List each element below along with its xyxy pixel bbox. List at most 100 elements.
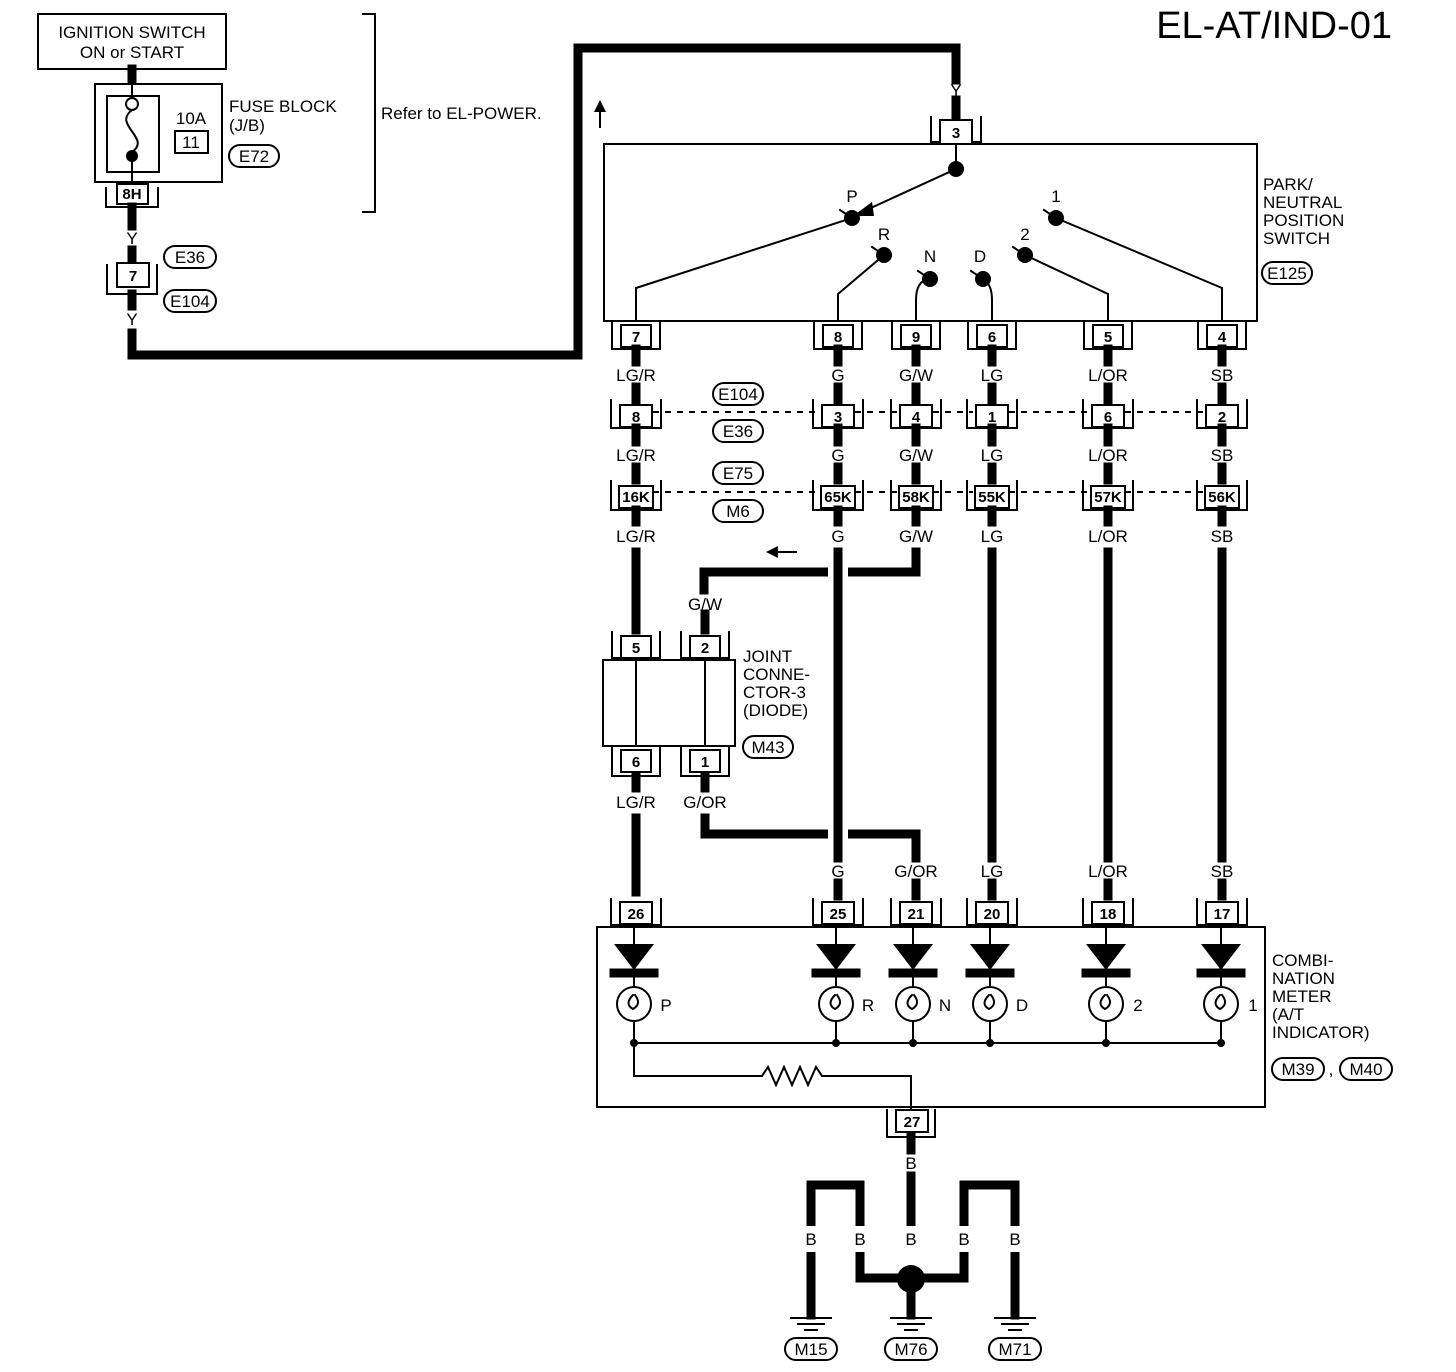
meter-ground-wire: B <box>905 1154 916 1173</box>
ground-splice <box>897 1265 925 1293</box>
pnp-conn: E125 <box>1267 264 1307 283</box>
wire-b-0: LG/R <box>616 446 656 465</box>
pnp-pin-3: 6 <box>988 329 996 346</box>
pnp-contact-1 <box>876 247 892 263</box>
meter-lamp-4: 2 <box>1133 996 1142 1015</box>
meter-pin-0: 26 <box>628 906 645 923</box>
joint-label-1: CONNE- <box>743 665 810 684</box>
wire-a-0: LG/R <box>616 366 656 385</box>
ground-point-2: M71 <box>998 1340 1031 1359</box>
pnp-position-5: 1 <box>1051 187 1060 206</box>
meter-wire-0: G <box>831 862 844 881</box>
wire-a-3: LG <box>981 366 1004 385</box>
fuse-block-label-2: (J/B) <box>229 116 265 135</box>
joint-in-wire: G/W <box>688 595 722 614</box>
lamp-icon <box>616 986 652 1022</box>
ignition-label-line2: ON or START <box>80 43 184 62</box>
pnp-pin-1: 8 <box>834 329 842 346</box>
wire-b-5: SB <box>1211 446 1234 465</box>
meter-pin-1: 25 <box>830 906 847 923</box>
power-section: IGNITION SWITCH ON or START 10A 11 FUSE … <box>37 13 961 360</box>
ground-wire-2: B <box>905 1230 916 1249</box>
lamp-icon <box>1088 986 1124 1022</box>
wire-c-4: L/OR <box>1088 527 1128 546</box>
row2-conn-bot: M6 <box>726 502 750 521</box>
meter-wire-4: SB <box>1211 862 1234 881</box>
wiper-arrow-icon <box>853 202 874 216</box>
joint-body <box>602 659 736 747</box>
joint-conn: M43 <box>751 738 784 757</box>
pnp-position-0: P <box>846 187 857 206</box>
diagram-title: EL-AT/IND-01 <box>1156 5 1392 47</box>
meter-label-2: METER <box>1272 987 1332 1006</box>
meter-label-1: NATION <box>1272 969 1335 988</box>
pnp-internal-wire-1 <box>837 253 886 322</box>
meter-conn-2: M40 <box>1349 1060 1382 1079</box>
ground-wire-3: B <box>958 1230 969 1249</box>
joint-label-0: JOINT <box>743 647 792 666</box>
meter-lamp-1: R <box>862 996 874 1015</box>
pnp-contact-4 <box>1017 247 1033 263</box>
fuse-amp: 10A <box>176 109 207 128</box>
fuse-block-label-1: FUSE BLOCK <box>229 97 337 116</box>
mid-pin: 7 <box>129 268 137 285</box>
ground-point-0: M15 <box>794 1340 827 1359</box>
meter-wire-3: L/OR <box>1088 862 1128 881</box>
joint-pin-bottom-right: 1 <box>701 754 709 771</box>
row2-pin-3: 55K <box>978 489 1006 506</box>
pnp-input-pin: 3 <box>952 125 960 142</box>
row1-pin-2: 4 <box>912 409 921 426</box>
wire-a-2: G/W <box>899 366 933 385</box>
diode-icon <box>614 944 654 970</box>
joint-pin-top-right: 2 <box>701 640 709 657</box>
wire-b-2: G/W <box>899 446 933 465</box>
fuse-out-pin: 8H <box>122 186 141 203</box>
wire-y-1: Y <box>126 229 137 248</box>
pnp-contact-0 <box>844 210 860 226</box>
ignition-switch-box <box>37 13 227 70</box>
ground-wire-1: B <box>854 1230 865 1249</box>
meter-wire-1: G/OR <box>894 862 937 881</box>
row1-pin-0: 8 <box>632 409 640 426</box>
meter-pin-4: 18 <box>1100 906 1117 923</box>
meter-conn-1: M39 <box>1281 1060 1314 1079</box>
lamp-icon <box>1203 986 1239 1022</box>
row2-pin-2: 58K <box>902 489 930 506</box>
arrow-left-icon <box>766 546 797 558</box>
joint-wire-left: LG/R <box>616 793 656 812</box>
pnp-contact-3 <box>975 271 991 287</box>
wire-c-2: G/W <box>899 527 933 546</box>
pnp-position-1: R <box>878 225 890 244</box>
joint-label-3: (DIODE) <box>743 701 808 720</box>
row2-pin-1: 65K <box>824 489 852 506</box>
diode-icon <box>1086 944 1126 970</box>
row2-pin-0: 16K <box>622 489 650 506</box>
meter-conn-sep: , <box>1329 1060 1334 1079</box>
fuse-icon <box>125 83 139 183</box>
meter-lamp-5: 1 <box>1248 996 1257 1015</box>
row1-pin-3: 1 <box>988 409 996 426</box>
pnp-contact-5 <box>1048 210 1064 226</box>
pnp-pin-4: 5 <box>1104 329 1112 346</box>
meter-lamp-3: D <box>1016 996 1028 1015</box>
lamp-icon <box>818 986 854 1022</box>
meter-box <box>596 926 1266 1108</box>
row2-pin-5: 56K <box>1208 489 1236 506</box>
wire-c-3: LG <box>981 527 1004 546</box>
wire-c-5: SB <box>1211 527 1234 546</box>
wire-c-0: LG/R <box>616 527 656 546</box>
meter-pin-5: 17 <box>1214 906 1231 923</box>
meter-pin-3: 20 <box>984 906 1001 923</box>
pnp-position-2: N <box>924 247 936 266</box>
ground-wire-0: B <box>805 1230 816 1249</box>
pnp-label-3: SWITCH <box>1263 229 1330 248</box>
diode-icon <box>1201 944 1241 970</box>
lamp-icon <box>895 986 931 1022</box>
diode-icon <box>816 944 856 970</box>
mid-conn-top: E36 <box>175 248 205 267</box>
joint-pin-bottom-left: 6 <box>632 754 640 771</box>
wire-b-3: LG <box>981 446 1004 465</box>
row2-conn-top: E75 <box>723 464 753 483</box>
meter-ground-pin: 27 <box>904 1114 921 1131</box>
